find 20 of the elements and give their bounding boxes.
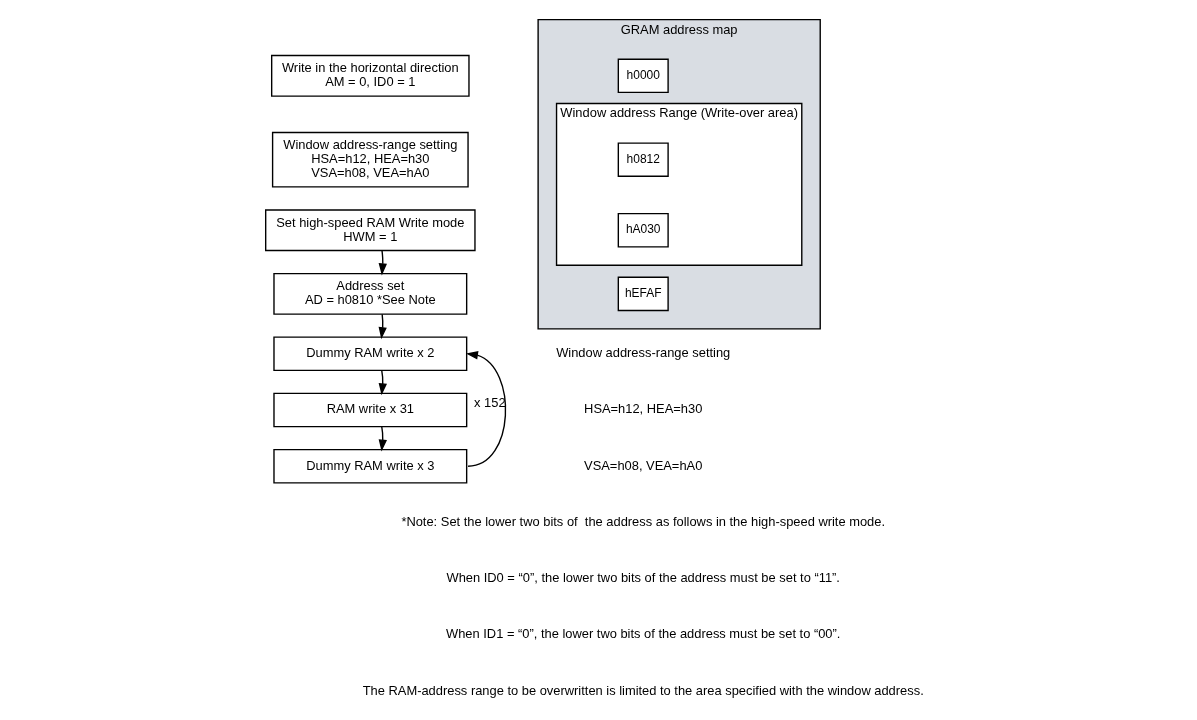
label: When ID1 = “0”, the lower two bits of the address must be set to “00”. [446,626,841,642]
node-box: hEFAF [617,276,669,312]
node-box: Set high-speed RAM Write mode HWM = 1 [265,209,476,252]
arrow [466,351,507,467]
label: HSA=h12, HEA=h30 [584,401,703,417]
node-box: Dummy RAM write x 3 [273,448,468,484]
node-box: RAM write x 31 [273,392,468,428]
node-box: h0000 [617,58,669,94]
node-box: Dummy RAM write x 2 [273,336,468,372]
label: When ID0 = “0”, the lower two bits of the address must be set to “11”. [446,570,840,586]
node-box: Write in the horizontal direction AM = 0, ID0 = 1 [271,54,470,97]
node-box: hA030 [617,212,669,248]
edge-label: x 152 [474,394,506,410]
label: *Note: Set the lower two bits of the address as follows in the high-speed write mode. [401,513,886,529]
label: Window address-range setting [556,345,731,361]
node-box: Window address-range setting HSA=h12, HEA=h30 VSA=h08, VEA=hA0 [271,131,469,188]
node-box: h0812 [617,142,669,177]
label: The RAM-address range to be overwritten is limited to the area specified with the window address. [362,682,924,698]
label: VSA=h08, VEA=hA0 [584,457,703,473]
node-box: Address set AD = h0810 *See Note [273,272,468,315]
